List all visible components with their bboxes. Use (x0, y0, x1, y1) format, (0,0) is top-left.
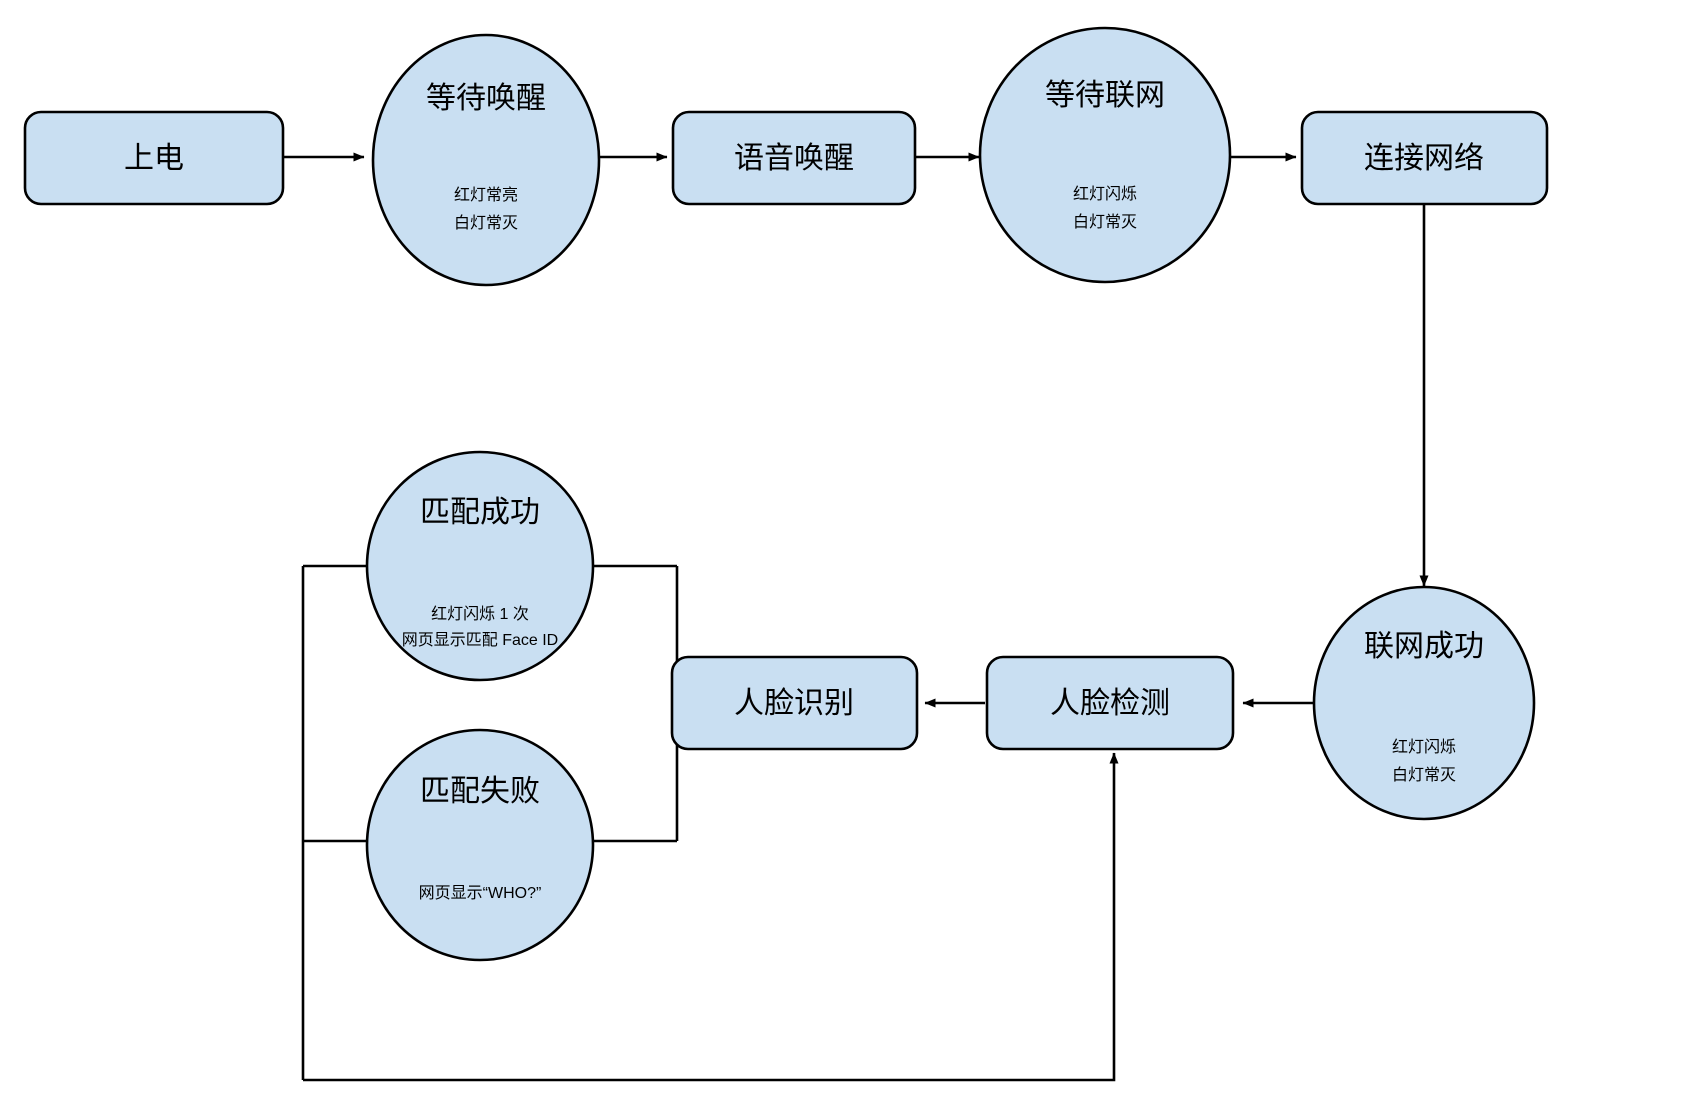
node-match-success[interactable]: 匹配成功 红灯闪烁 1 次 网页显示匹配 Face ID (365, 450, 595, 682)
wait-network-sub-2: 白灯常灭 (1073, 213, 1137, 231)
match-fail-shape[interactable] (365, 728, 595, 962)
face-recognize-label: 人脸识别 (734, 687, 854, 720)
node-match-fail[interactable]: 匹配失败 网页显示“WHO?” (365, 728, 595, 962)
edge-feedback-to-face-detect (303, 752, 1119, 1082)
network-ok-sub-1: 红灯闪烁 (1392, 738, 1456, 756)
node-connect-network[interactable]: 连接网络 (1300, 110, 1549, 206)
face-detect-label: 人脸检测 (1050, 687, 1170, 720)
face-detect-shape[interactable] (985, 655, 1235, 751)
match-success-shape[interactable] (365, 450, 595, 682)
connect-network-label: 连接网络 (1364, 142, 1484, 175)
node-face-recognize[interactable]: 人脸识别 (670, 655, 919, 751)
match-fail-sub-1: 网页显示“WHO?” (419, 885, 542, 902)
match-fail-label: 匹配失败 (420, 775, 540, 808)
wait-network-sub-1: 红灯闪烁 (1073, 185, 1137, 203)
face-recognize-shape[interactable] (670, 655, 919, 751)
network-ok-label: 联网成功 (1364, 630, 1484, 663)
match-success-sub-2: 网页显示匹配 Face ID (402, 631, 558, 649)
node-voice-wake[interactable]: 语音唤醒 (671, 110, 917, 206)
node-power-on[interactable]: 上电 (23, 110, 285, 206)
match-success-label: 匹配成功 (420, 496, 540, 529)
wait-network-label: 等待联网 (1045, 79, 1165, 112)
node-wait-network[interactable]: 等待联网 红灯闪烁 白灯常灭 (978, 26, 1232, 284)
network-ok-sub-2: 白灯常灭 (1392, 766, 1456, 784)
wait-network-shape[interactable] (978, 26, 1232, 284)
wait-wake-label: 等待唤醒 (426, 82, 546, 115)
wait-wake-sub-1: 红灯常亮 (454, 186, 518, 204)
edge-layer (283, 152, 1429, 1082)
power-on-label: 上电 (124, 142, 184, 175)
node-network-ok[interactable]: 联网成功 红灯闪烁 白灯常灭 (1312, 585, 1536, 821)
network-ok-shape[interactable] (1312, 585, 1536, 821)
wait-wake-sub-2: 白灯常灭 (454, 214, 518, 232)
node-wait-wake[interactable]: 等待唤醒 红灯常亮 白灯常灭 (371, 33, 601, 287)
node-face-detect[interactable]: 人脸检测 (985, 655, 1235, 751)
voice-wake-shape[interactable] (671, 110, 917, 206)
connect-network-shape[interactable] (1300, 110, 1549, 206)
power-on-shape[interactable] (23, 110, 285, 206)
voice-wake-label: 语音唤醒 (734, 142, 854, 175)
match-success-sub-1: 红灯闪烁 1 次 (431, 605, 529, 623)
wait-wake-shape[interactable] (371, 33, 601, 287)
